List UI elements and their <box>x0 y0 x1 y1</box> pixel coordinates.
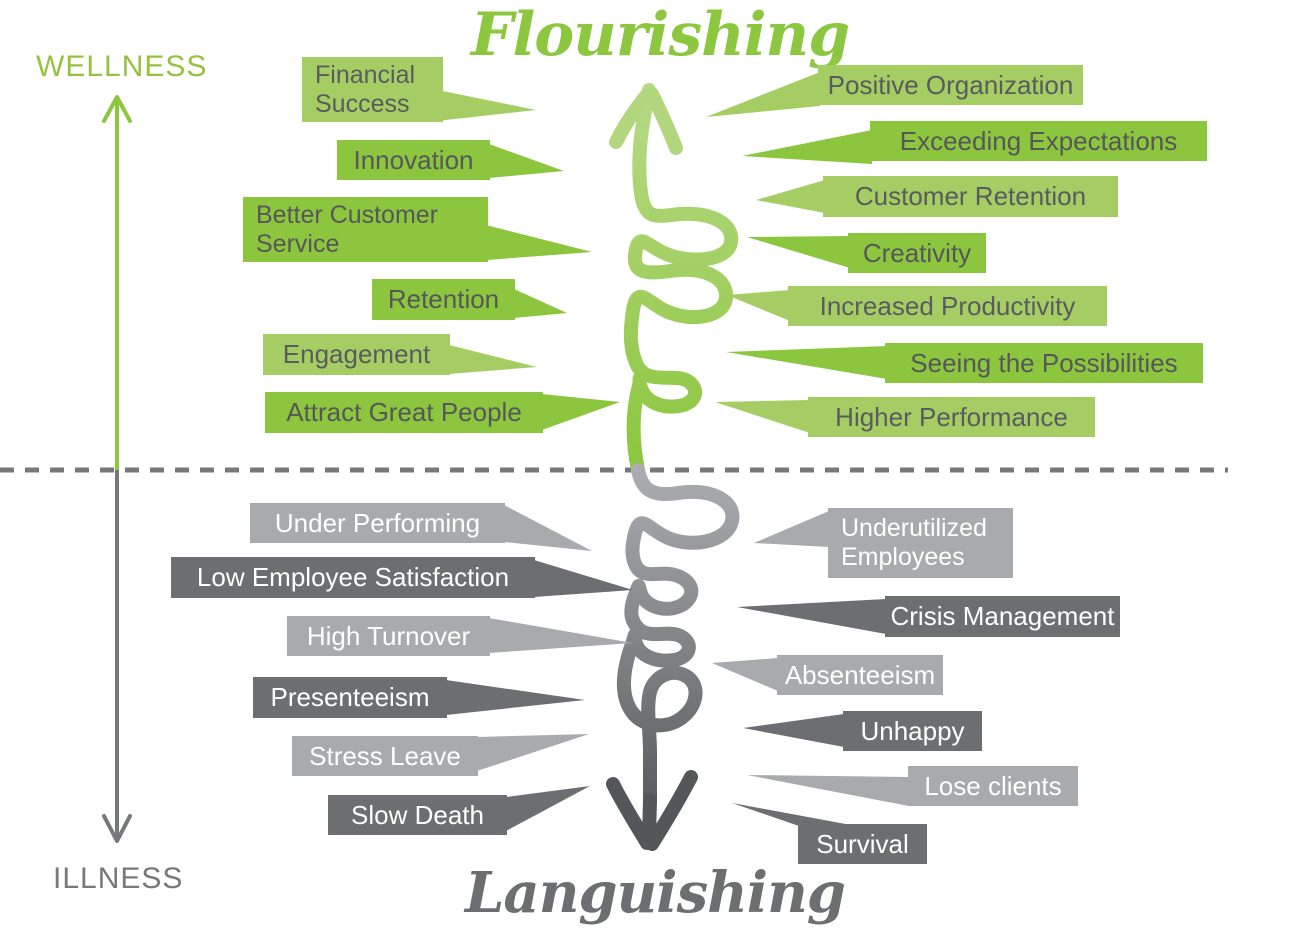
label-increased-productivity: Increased Productivity <box>788 286 1107 326</box>
label-underutilized-employees: Underutilized Employees <box>828 508 1013 578</box>
label-better-customer-service: Better Customer Service <box>243 197 488 262</box>
label-financial-success: Financial Success <box>302 57 443 122</box>
callout-pointer-higher-performance <box>715 400 810 433</box>
spiral-arrow-down-icon <box>606 770 698 851</box>
callout-pointer-survival <box>732 803 851 826</box>
label-low-employee-satisfaction: Low Employee Satisfaction <box>171 557 535 598</box>
callout-pointer-underutilized-employees <box>754 511 829 547</box>
callout-pointer-retention <box>514 289 567 318</box>
callout-pointer-slow-death <box>506 786 590 831</box>
label-absenteeism: Absenteeism <box>777 655 943 695</box>
callout-pointer-increased-productivity <box>727 290 790 321</box>
callout-pointer-unhappy <box>743 714 844 747</box>
label-innovation: Innovation <box>337 140 490 180</box>
callout-pointer-customer-retention <box>756 180 825 213</box>
callout-pointer-lose-clients <box>747 775 909 806</box>
label-under-performing: Under Performing <box>250 503 505 543</box>
label-unhappy: Unhappy <box>843 711 982 751</box>
label-engagement: Engagement <box>263 334 450 375</box>
callout-pointer-better-customer-service <box>474 222 592 261</box>
callout-pointer-under-performing <box>504 505 592 551</box>
label-presenteeism: Presenteeism <box>253 677 447 718</box>
title-languishing: Languishing <box>465 860 846 926</box>
callout-pointer-creativity <box>747 236 850 268</box>
callout-pointer-attract-great-people <box>542 394 620 430</box>
axis-label-wellness: WELLNESS <box>36 50 208 83</box>
label-stress-leave: Stress Leave <box>292 736 478 776</box>
label-positive-organization: Positive Organization <box>818 65 1083 105</box>
label-higher-performance: Higher Performance <box>808 397 1095 437</box>
label-lose-clients: Lose clients <box>908 766 1078 806</box>
spiral-gray-path <box>616 463 740 807</box>
callout-pointer-low-employee-satisfaction <box>534 560 633 597</box>
label-survival: Survival <box>798 824 927 864</box>
callout-pointer-positive-organization <box>706 72 820 117</box>
label-slow-death: Slow Death <box>328 795 507 835</box>
label-seeing-the-possibilities: Seeing the Possibilities <box>885 343 1203 383</box>
illness-arrow-down-icon <box>102 814 132 843</box>
callout-pointer-engagement <box>449 345 537 374</box>
callout-pointer-stress-leave <box>477 734 589 771</box>
axis-label-illness: ILLNESS <box>53 862 184 895</box>
callout-pointer-seeing-the-possibilities <box>726 346 887 379</box>
callout-pointer-presenteeism <box>446 680 585 715</box>
callout-pointer-high-turnover <box>489 618 633 653</box>
label-customer-retention: Customer Retention <box>823 176 1118 217</box>
label-retention: Retention <box>372 279 515 320</box>
label-creativity: Creativity <box>848 233 986 273</box>
spiral-arrow-up-icon <box>609 87 683 155</box>
label-high-turnover: High Turnover <box>287 616 490 656</box>
label-attract-great-people: Attract Great People <box>265 392 543 433</box>
label-crisis-management: Crisis Management <box>885 596 1120 637</box>
callout-pointer-crisis-management <box>737 599 886 634</box>
callout-pointer-absenteeism <box>712 658 778 691</box>
title-flourishing: Flourishing <box>470 0 850 70</box>
wellness-arrow-up-icon <box>102 95 132 123</box>
callout-pointer-financial-success <box>428 88 536 122</box>
spiral-green-path <box>623 83 739 477</box>
callout-pointer-exceeding-expectations <box>742 130 872 164</box>
label-exceeding-expectations: Exceeding Expectations <box>870 121 1207 161</box>
callout-pointer-innovation <box>489 144 564 178</box>
